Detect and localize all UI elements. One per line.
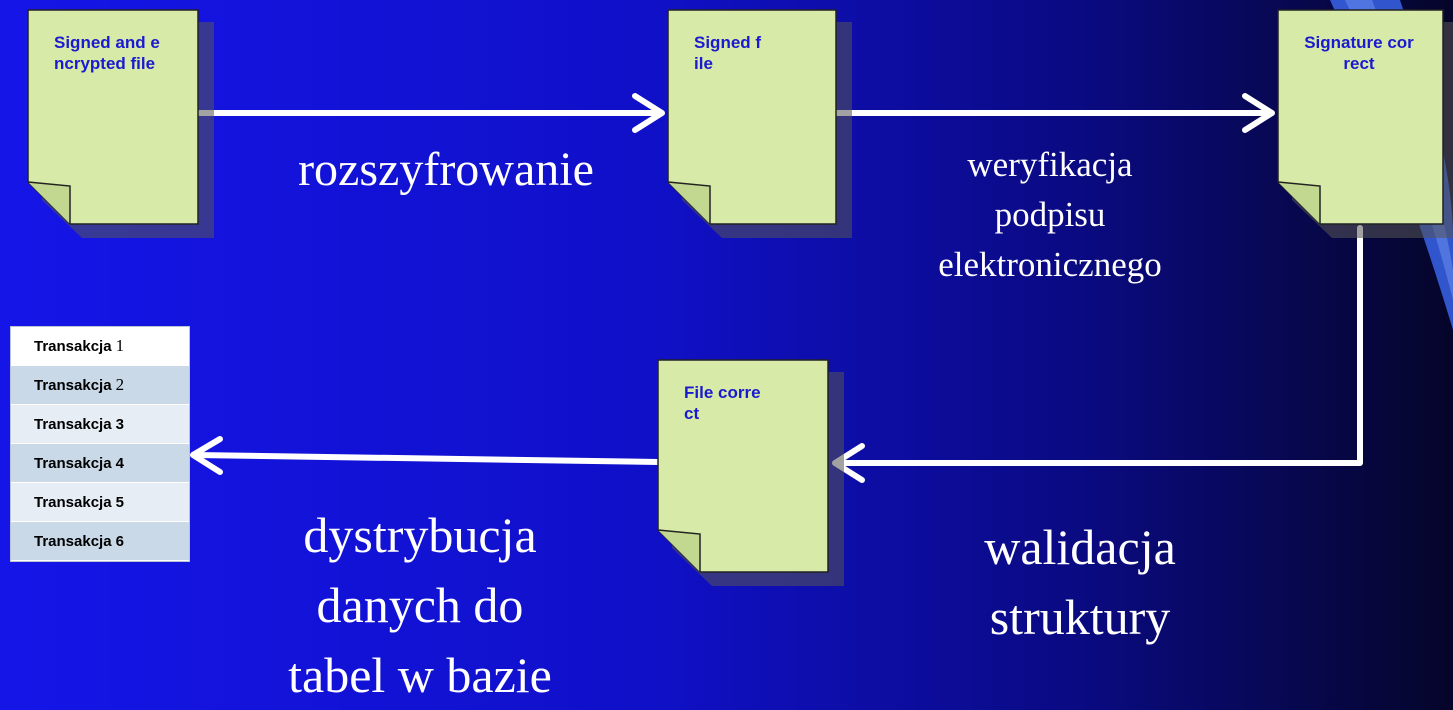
row-number: 5 xyxy=(115,493,124,511)
arrow-validate xyxy=(835,225,1363,466)
doc-signature-correct: Signature correct xyxy=(1277,9,1453,238)
doc-label: Signed and encrypted file xyxy=(54,33,160,73)
document-icon xyxy=(667,9,852,238)
row-number: 1 xyxy=(115,336,125,355)
arrow-distribute xyxy=(192,452,661,465)
document-icon xyxy=(1277,9,1453,238)
row-number: 6 xyxy=(115,532,124,550)
row-number: 3 xyxy=(115,415,124,433)
doc-label: Signature correct xyxy=(1304,33,1414,73)
document-icon xyxy=(657,359,844,586)
row-number: 2 xyxy=(115,375,125,394)
row-label: Transakcja xyxy=(34,337,112,355)
caption-decrypt: rozszyfrowanie xyxy=(298,143,594,196)
doc-label: Signed file xyxy=(694,33,762,73)
row-label: Transakcja xyxy=(34,532,112,550)
row-label: Transakcja xyxy=(34,493,112,511)
row-number: 4 xyxy=(115,454,124,472)
caption-distribute: dystrybucja danych do tabel w bazie xyxy=(288,507,552,703)
doc-signed: Signed file xyxy=(667,9,852,238)
doc-signed-encrypted: Signed and encrypted file xyxy=(27,9,214,238)
document-icon xyxy=(27,9,214,238)
caption-verify: weryfikacja podpisu elektronicznego xyxy=(938,145,1162,284)
row-label: Transakcja xyxy=(34,376,112,394)
doc-label: File correct xyxy=(684,383,761,423)
doc-file-correct: File correct xyxy=(657,359,844,586)
row-label: Transakcja xyxy=(34,415,112,433)
row-label: Transakcja xyxy=(34,454,112,472)
caption-validate: walidacja struktury xyxy=(984,519,1176,645)
